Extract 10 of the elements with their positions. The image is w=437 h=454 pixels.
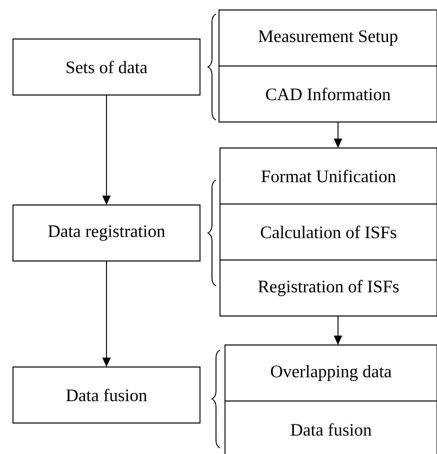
step-cell: CAD Information [218, 66, 437, 122]
process-box: Data registration [12, 204, 200, 262]
step-cell: Registration of ISFs [220, 260, 437, 316]
step-cell: Data fusion [224, 400, 437, 454]
step-cell: Format Unification [220, 148, 437, 204]
process-box: Sets of data [12, 38, 200, 96]
step-cell: Measurement Setup [218, 10, 437, 66]
process-box: Data fusion [12, 366, 200, 424]
step-cell: Calculation of ISFs [220, 204, 437, 260]
step-cell: Overlapping data [224, 344, 437, 402]
